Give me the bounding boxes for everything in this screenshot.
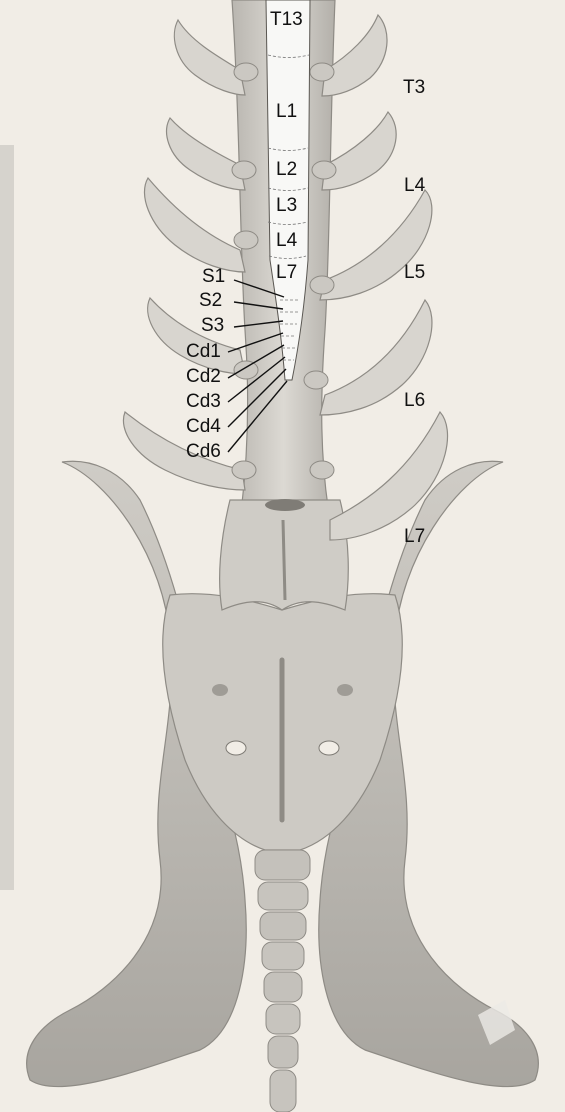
vertebra-label-l7: L7 — [404, 527, 425, 546]
segment-label-cd1: Cd1 — [186, 342, 221, 361]
canal-label-l3: L3 — [276, 196, 297, 215]
canal-label-l1: L1 — [276, 102, 297, 121]
vertebra-label-l4: L4 — [404, 176, 425, 195]
segment-label-s1: S1 — [202, 267, 225, 286]
tail-vertebrae — [255, 850, 310, 1112]
segment-label-s2: S2 — [199, 291, 222, 310]
transverse-processes-left — [123, 20, 245, 490]
segment-label-cd6: Cd6 — [186, 442, 221, 461]
segment-label-cd3: Cd3 — [186, 392, 221, 411]
segment-label-cd4: Cd4 — [186, 417, 221, 436]
canal-label-l7: L7 — [276, 263, 297, 282]
vertebra-label-l6: L6 — [404, 391, 425, 410]
canal-label-l2: L2 — [276, 160, 297, 179]
transverse-processes-right — [320, 15, 448, 540]
canal-label-t13: T13 — [270, 10, 303, 29]
segment-label-cd2: Cd2 — [186, 367, 221, 386]
canal-label-l4: L4 — [276, 231, 297, 250]
vertebra-label-l5: L5 — [404, 263, 425, 282]
left-margin-strip — [0, 145, 14, 890]
segment-label-s3: S3 — [201, 316, 224, 335]
vertebra-label-t3: T3 — [403, 78, 425, 97]
